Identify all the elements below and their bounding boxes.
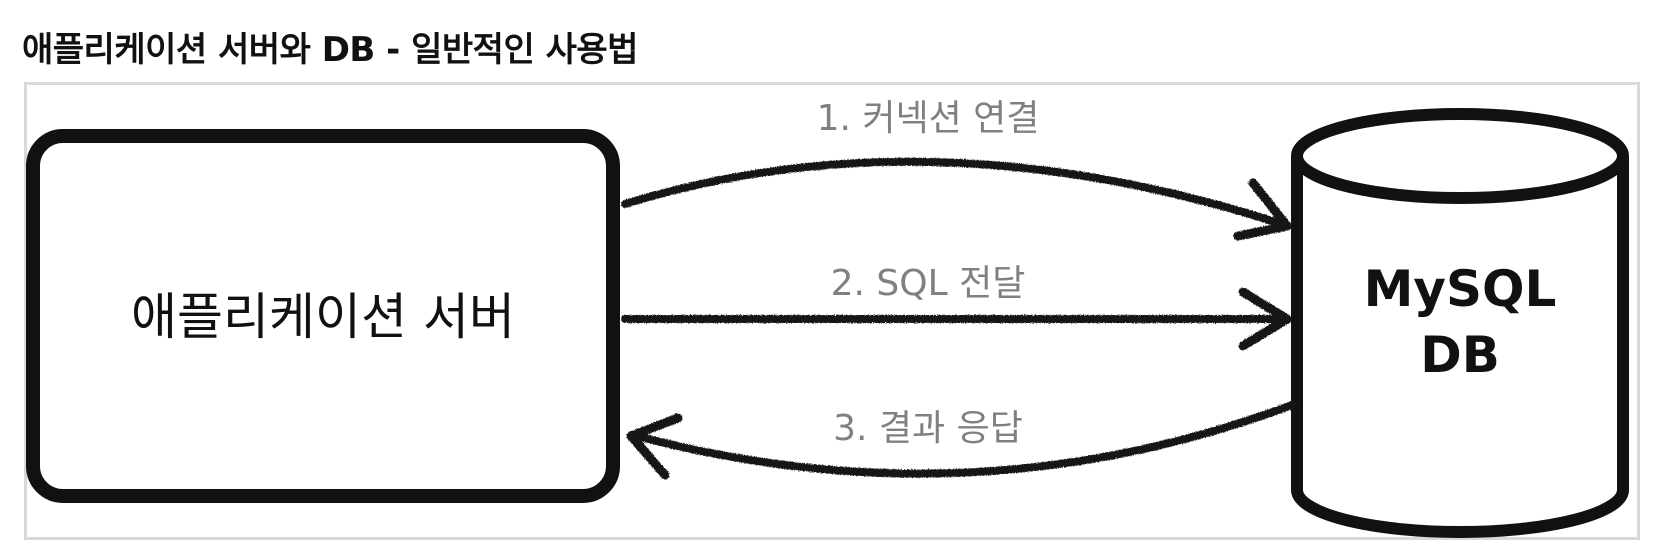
arrow-sql-head xyxy=(1238,287,1292,351)
arrow-connection-label: 1. 커넥션 연결 xyxy=(817,98,1040,139)
app-server-node: 애플리케이션 서버 xyxy=(26,129,620,503)
database-node: MySQL DB xyxy=(1291,108,1629,538)
database-cylinder-body xyxy=(1291,156,1629,538)
arrow-sql-label: 2. SQL 전달 xyxy=(831,263,1026,304)
arrow-connection xyxy=(621,157,1292,241)
arrow-result-head xyxy=(626,413,683,480)
app-server-label: 애플리케이션 서버 xyxy=(131,288,515,346)
page-title: 애플리케이션 서버와 DB - 일반적인 사용법 xyxy=(22,30,638,70)
arrow-result-line xyxy=(629,401,1296,478)
database-cylinder-top xyxy=(1291,108,1629,204)
arrow-result xyxy=(626,401,1296,480)
arrow-connection-line xyxy=(621,157,1289,229)
app-server-box xyxy=(26,129,620,503)
arrow-connection-head xyxy=(1233,178,1292,241)
arrow-result-label: 3. 결과 응답 xyxy=(833,408,1023,449)
database-label-line2: DB xyxy=(1420,326,1500,384)
arrow-sql xyxy=(621,287,1292,351)
database-label-line1: MySQL xyxy=(1364,260,1557,318)
